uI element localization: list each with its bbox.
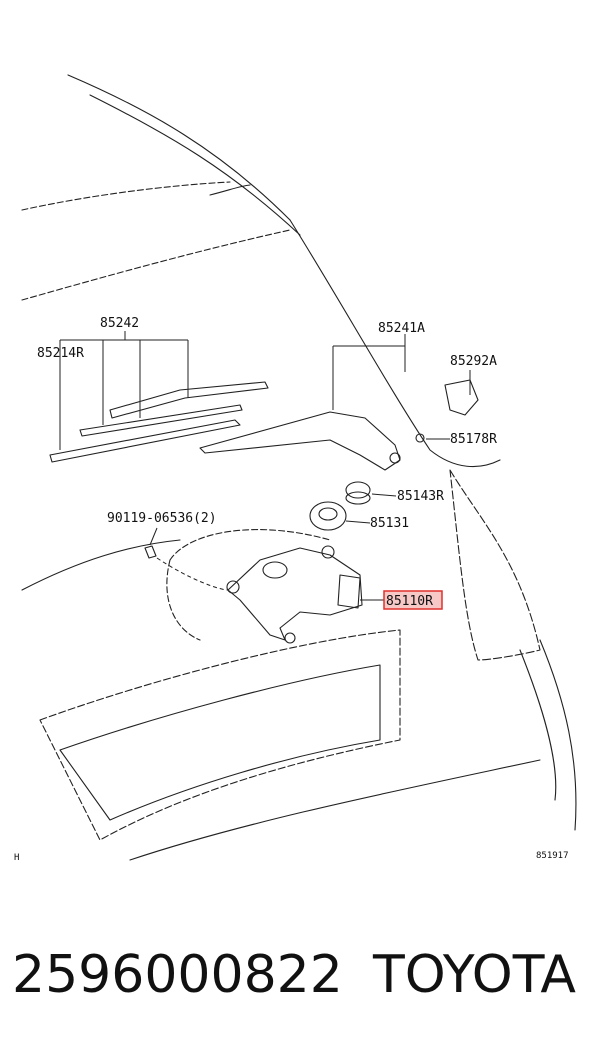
wiper-rubber-shape <box>49 419 241 463</box>
wiper-arm-shape <box>199 411 401 471</box>
diagram-drawing: 85242 85214R 85241A 85292A 85178R 85143R… <box>14 74 577 863</box>
corner-marker: H <box>14 853 19 863</box>
label-85110R[interactable]: 85110R <box>386 594 433 609</box>
label-85242: 85242 <box>100 316 139 331</box>
highlight-box <box>383 590 443 610</box>
roof-edge-line <box>67 74 291 221</box>
label-85214R: 85214R <box>37 346 84 361</box>
label-90119: 90119-06536(2) <box>107 511 217 526</box>
drawing-code: 851917 <box>536 851 569 861</box>
label-85143R: 85143R <box>397 489 444 504</box>
brand-name: TOYOTA <box>373 945 576 1005</box>
part-number: 2596000822 <box>12 945 343 1005</box>
label-85292A: 85292A <box>450 354 497 369</box>
wiper-motor-shape <box>227 547 363 641</box>
label-85241A: 85241A <box>378 321 425 336</box>
label-85131: 85131 <box>370 516 409 531</box>
label-85178R: 85178R <box>450 432 497 447</box>
